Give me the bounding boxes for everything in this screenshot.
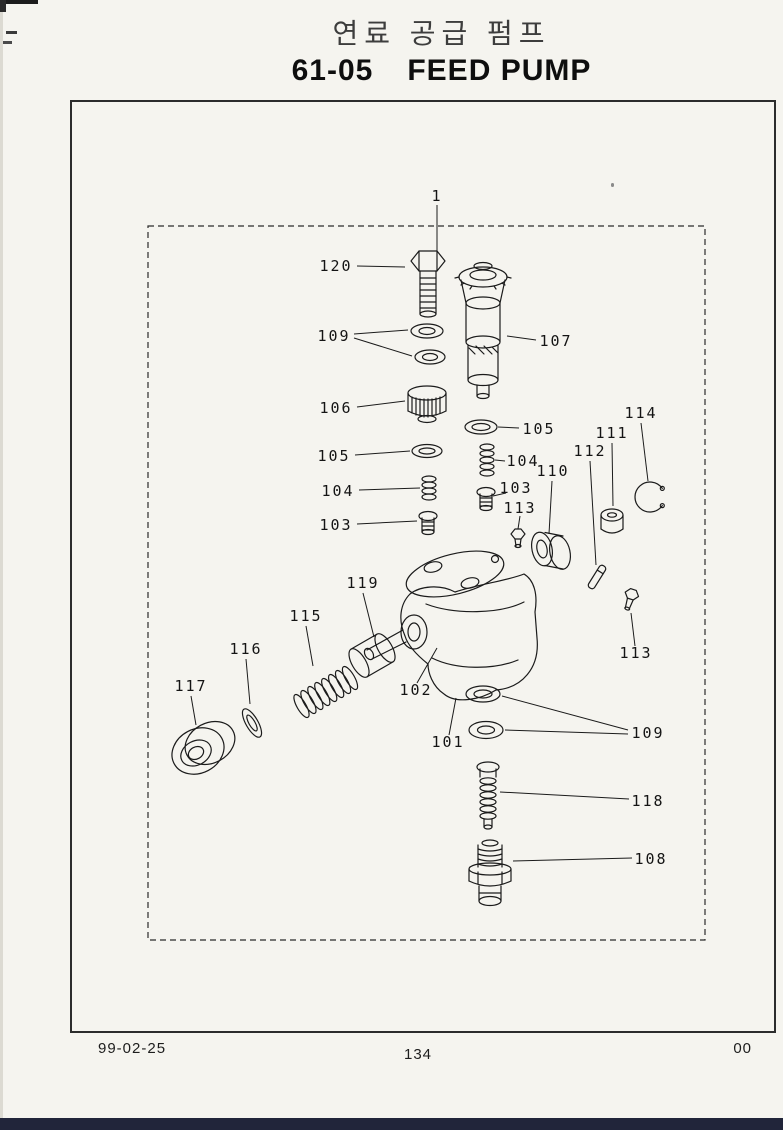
page-title-english: 61-05 FEED PUMP	[100, 54, 783, 88]
callout-108: 108	[634, 850, 667, 868]
callout-101: 101	[431, 733, 464, 751]
scan-artifact-top	[0, 0, 38, 4]
callout-105-left: 105	[317, 447, 350, 465]
callout-1: 1	[431, 187, 442, 205]
part-105-left: 105	[317, 443, 443, 465]
callout-113-upper: 113	[503, 499, 536, 517]
callout-110: 110	[536, 462, 569, 480]
scan-bottom-edge	[0, 1118, 783, 1130]
scan-left-edge	[0, 0, 3, 1130]
callout-103-right: 103	[499, 479, 532, 497]
callout-119: 119	[346, 574, 379, 592]
title-english-text: FEED PUMP	[407, 54, 592, 87]
part-106: 106	[319, 385, 447, 424]
callout-115: 115	[289, 607, 322, 625]
part-113-upper: 113	[503, 499, 536, 549]
callout-116: 116	[229, 640, 262, 658]
part-117: 117	[171, 677, 236, 775]
callout-107: 107	[539, 332, 572, 350]
part-103-right: 103	[476, 479, 532, 512]
part-108: 108	[468, 839, 667, 907]
callout-118: 118	[631, 792, 664, 810]
callout-117: 117	[174, 677, 207, 695]
part-103-left: 103	[319, 510, 438, 536]
diagram-frame	[70, 100, 776, 1033]
part-120: 120	[319, 250, 446, 318]
part-109-top: 109	[317, 323, 446, 365]
scan-artifact-tick	[6, 31, 17, 34]
part-109-bottom: 109	[465, 685, 664, 742]
part-113-lower: 113	[619, 588, 652, 662]
callout-112: 112	[573, 442, 606, 460]
part-body: 102 101	[363, 550, 538, 751]
callout-109-top: 109	[317, 327, 350, 345]
part-114: 114	[624, 404, 665, 513]
callout-106: 106	[319, 399, 352, 417]
footer-revision: 00	[733, 1040, 752, 1057]
part-116: 116	[229, 640, 263, 738]
callout-assembly: 1	[431, 187, 442, 251]
part-107: 107	[454, 261, 572, 400]
footer-page-number: 134	[404, 1046, 433, 1063]
part-105-right: 105	[464, 419, 555, 438]
part-112: 112	[573, 442, 607, 590]
callout-104-right: 104	[506, 452, 539, 470]
assembly-boundary	[147, 225, 706, 941]
page-title-korean: 연료 공급 펌프	[332, 18, 551, 49]
part-118: 118	[476, 761, 664, 830]
part-115: 115	[289, 607, 359, 719]
part-119: 119	[346, 574, 396, 678]
callout-109-bottom: 109	[631, 724, 664, 742]
callout-104-left: 104	[321, 482, 354, 500]
callout-113-lower: 113	[619, 644, 652, 662]
section-code: 61-05	[291, 54, 374, 87]
callout-102: 102	[399, 681, 432, 699]
callout-111: 111	[595, 424, 628, 442]
scan-artifact-speck	[611, 183, 614, 187]
callout-120: 120	[319, 257, 352, 275]
callout-105-right: 105	[522, 420, 555, 438]
part-110: 110	[530, 462, 572, 570]
part-111: 111	[595, 424, 628, 534]
part-104-left: 104	[321, 475, 437, 501]
scan-artifact-corner	[0, 0, 6, 12]
scan-artifact-tick	[3, 41, 12, 44]
part-104-right: 104	[479, 443, 539, 477]
footer-date: 99-02-25	[98, 1040, 167, 1057]
callout-103-left: 103	[319, 516, 352, 534]
callout-114: 114	[624, 404, 657, 422]
